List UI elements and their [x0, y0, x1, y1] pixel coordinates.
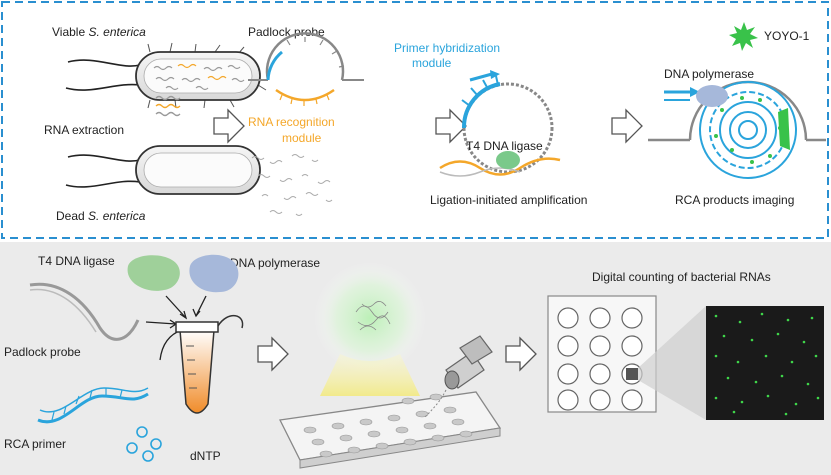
microplate	[279, 391, 502, 469]
light-beam	[320, 354, 420, 396]
rca-product-spiral	[648, 80, 826, 179]
arrow-right-icon	[505, 336, 537, 372]
ligation-circle	[439, 70, 561, 177]
label-rca-primer: RCA primer	[4, 437, 66, 451]
label-dead: Dead S. enterica	[56, 209, 146, 223]
label-t4-ligase-bottom: T4 DNA ligase	[38, 254, 115, 268]
label-yoyo: YOYO-1	[764, 29, 810, 43]
extracted-rna-strands	[155, 95, 181, 117]
arrow-right-icon	[435, 108, 467, 144]
padlock-probe-circle	[248, 32, 364, 106]
yoyo-star-icon	[729, 22, 758, 51]
dntp-bubbles	[126, 426, 162, 462]
label-ligation-amplification: Ligation-initiated amplification	[430, 193, 587, 207]
rna-fragments	[251, 154, 333, 216]
camera-icon	[423, 335, 493, 419]
label-t4-ligase-top: T4 DNA ligase	[466, 139, 543, 153]
zoom-wedge	[638, 306, 706, 420]
label-dna-polymerase-top: DNA polymerase	[664, 67, 754, 81]
arrow-right-icon	[257, 336, 289, 372]
chip-well-grid	[547, 295, 657, 413]
viable-cell	[65, 42, 267, 109]
rca-primer-strand	[37, 387, 149, 424]
label-primer-hybridization-module: module	[412, 56, 452, 70]
arrow-right-icon	[611, 108, 643, 144]
label-padlock-probe: Padlock probe	[248, 25, 325, 39]
arrow-right-icon	[213, 108, 245, 144]
reaction-tube	[175, 315, 244, 414]
dead-cell	[65, 145, 261, 195]
label-padlock-probe-bottom: Padlock probe	[4, 345, 81, 359]
label-viable: Viable S. enterica	[52, 25, 146, 39]
dna-polymerase-blob	[189, 254, 239, 293]
label-digital-counting: Digital counting of bacterial RNAs	[592, 270, 771, 284]
fluorescence-glow	[314, 262, 426, 374]
label-rna-extraction: RNA extraction	[44, 123, 124, 137]
reagent-arrows	[145, 295, 207, 361]
label-rna-recognition-module: module	[282, 131, 322, 145]
t4-ligase-blob	[127, 255, 180, 291]
label-primer-hybridization: Primer hybridization	[394, 41, 500, 55]
label-rna-recognition: RNA recognition	[248, 115, 335, 129]
fluorescence-image	[706, 306, 824, 420]
rca-tangle	[355, 301, 391, 331]
top-panel-border	[1, 1, 829, 239]
label-dntp: dNTP	[190, 449, 221, 463]
padlock-probe-strand	[29, 282, 140, 341]
label-dna-polymerase-bottom: DNA polymerase	[230, 256, 320, 270]
label-rca-imaging: RCA products imaging	[675, 193, 794, 207]
